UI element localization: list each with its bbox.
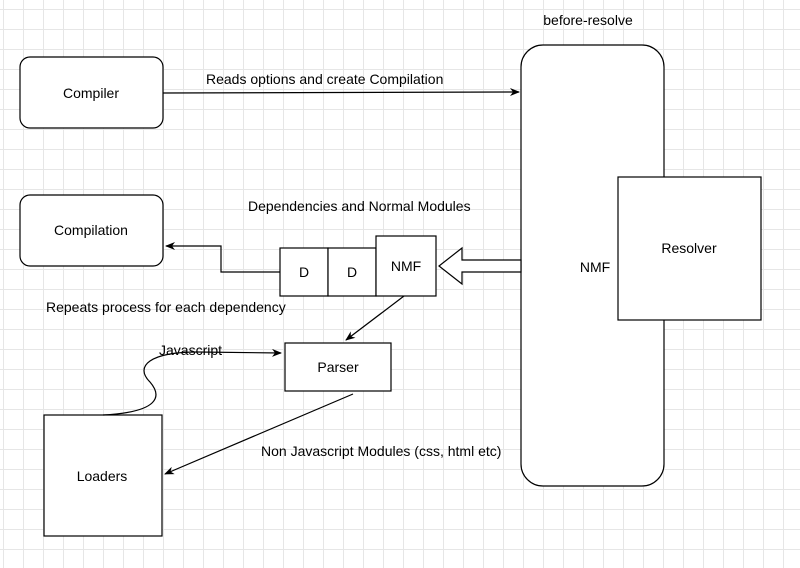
reads-options-label: Reads options and create Compilation [206,71,443,87]
loaders-to-parser-arrow [102,348,282,416]
queue-to-compilation-arrow [165,242,280,273]
resolver-box [617,176,762,321]
compiler-label: Compiler [63,85,119,101]
parser-box [284,342,392,392]
repeats-process-label: Repeats process for each dependency [46,299,286,315]
queue-nmf-label: NMF [391,258,421,274]
parser-to-loaders-arrow [164,393,354,475]
parser-label: Parser [317,359,359,375]
compilation-box [19,194,164,267]
loaders-box [43,414,163,537]
before-resolve-label: before-resolve [543,12,633,28]
nmf-to-queue-block-arrow [438,246,522,286]
loaders-label: Loaders [77,468,128,484]
compiler-to-nmf-arrow [162,88,520,97]
nmf-container-label: NMF [580,259,610,275]
queue-nmf-box [375,235,437,297]
dependency-box-2 [327,247,377,297]
dependencies-modules-label: Dependencies and Normal Modules [248,198,471,214]
compilation-label: Compilation [54,222,128,238]
resolver-label: Resolver [661,240,717,256]
non-javascript-label: Non Javascript Modules (css, html etc) [261,443,501,459]
javascript-label: Javascript [159,342,222,358]
queue-to-parser-arrow [345,295,405,341]
dependency-label-1: D [299,264,309,280]
dependency-label-2: D [347,264,357,280]
